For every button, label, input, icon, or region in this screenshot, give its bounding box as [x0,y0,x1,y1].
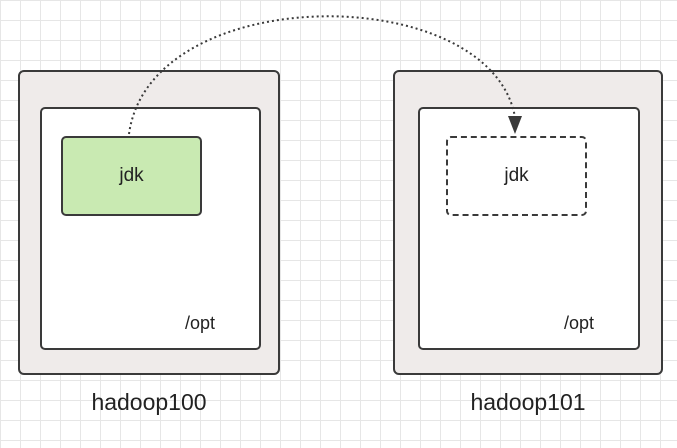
copy-arrowhead [508,116,522,134]
opt-directory-hadoop101: jdk /opt [418,107,640,350]
jdk-package-destination: jdk [446,136,587,216]
jdk-label-destination: jdk [504,165,529,186]
opt-directory-hadoop100: jdk /opt [40,107,261,350]
host-name-hadoop101: hadoop101 [470,389,586,415]
server-hadoop101: jdk /opt [393,70,663,375]
dir-label-hadoop101: /opt [563,313,594,333]
host-name-hadoop100: hadoop100 [91,389,207,415]
jdk-package-source: jdk [61,136,202,216]
copy-arrow-path [128,15,516,135]
dir-label-hadoop100: /opt [184,313,215,333]
jdk-label-source: jdk [119,165,144,186]
server-hadoop100: jdk /opt [18,70,280,375]
